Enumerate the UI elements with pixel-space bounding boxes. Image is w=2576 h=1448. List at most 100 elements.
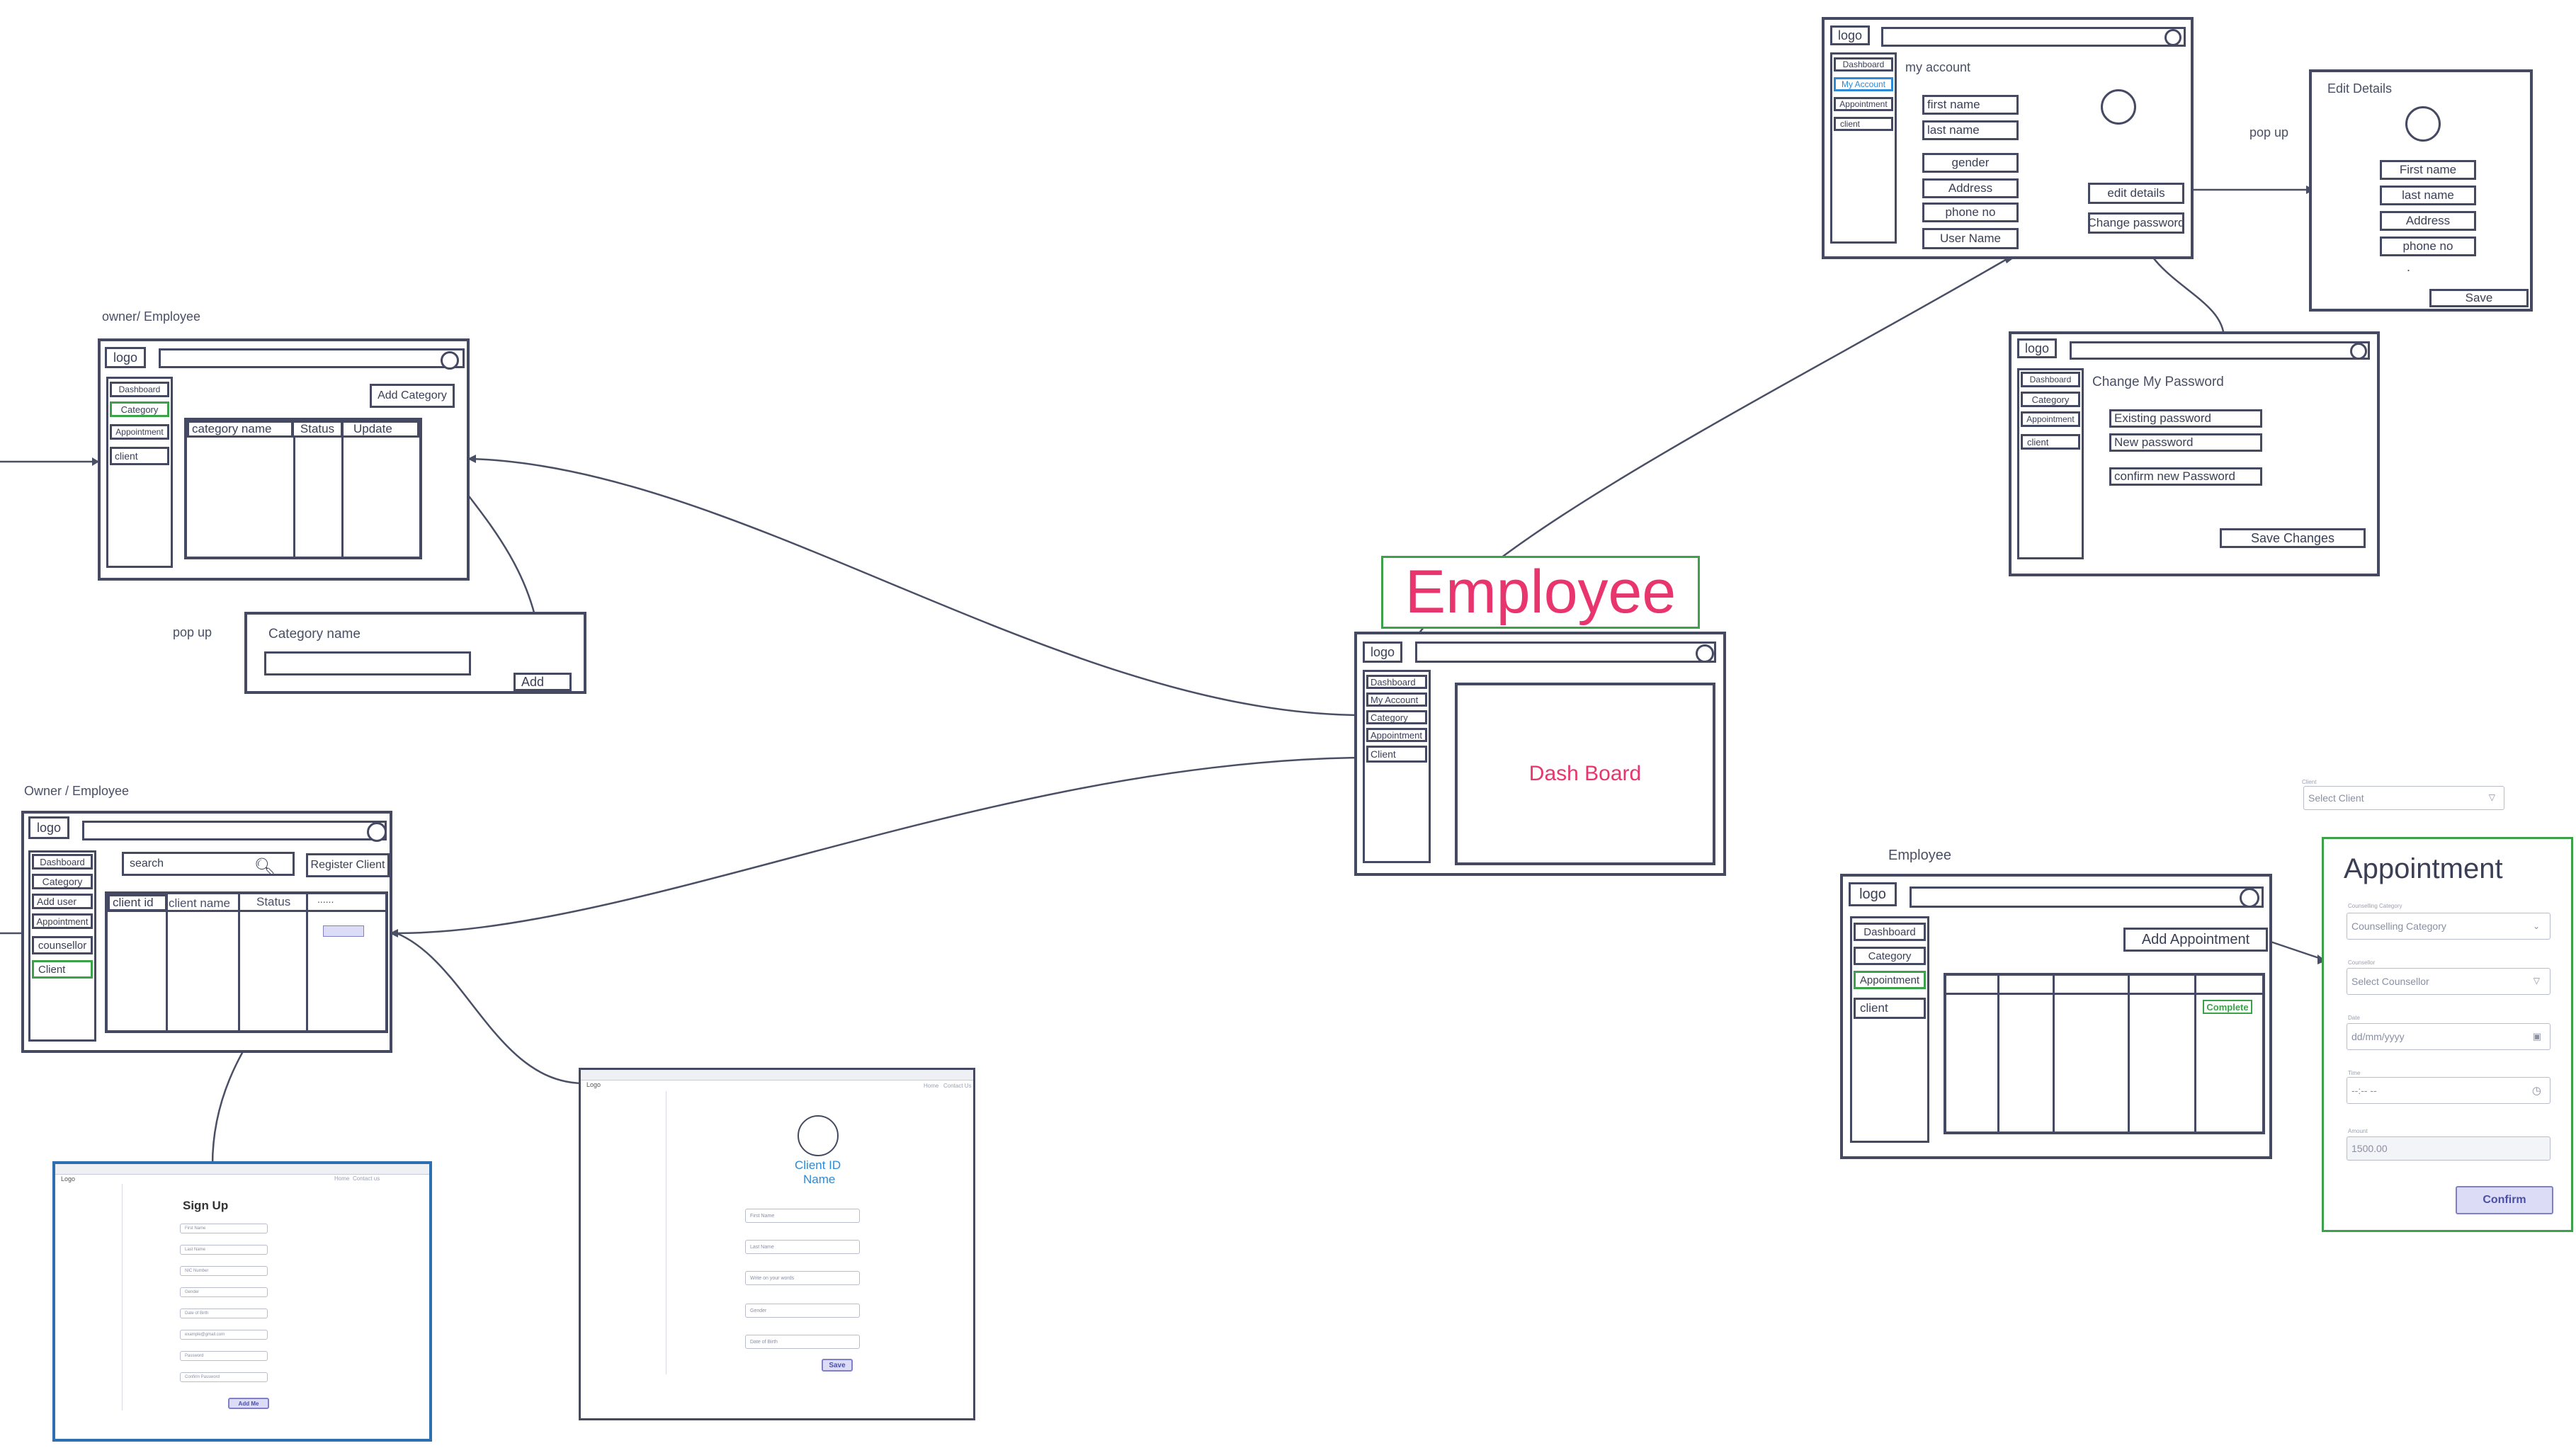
field-phone[interactable]: phone no — [1922, 203, 2019, 222]
field-confirm-password[interactable]: Confirm Password — [180, 1372, 268, 1382]
search-bar[interactable] — [82, 821, 387, 840]
profile-icon[interactable] — [2164, 29, 2181, 46]
edit-details-button[interactable]: edit details — [2088, 183, 2184, 204]
nav-appointment[interactable]: Appointment — [1366, 728, 1427, 742]
nav-dashboard[interactable]: Dashboard — [110, 382, 169, 397]
search-bar[interactable] — [1415, 642, 1716, 663]
clock-icon[interactable]: ◷ — [2531, 1085, 2541, 1097]
field-address[interactable]: Address — [2380, 211, 2476, 231]
field-email[interactable]: example@gmail.com — [180, 1330, 268, 1340]
field-dob[interactable]: Date of Birth — [745, 1335, 860, 1349]
category-name-input[interactable] — [264, 651, 471, 675]
change-password-heading: Change My Password — [2092, 375, 2224, 389]
field-bio[interactable]: Write on your words — [745, 1271, 860, 1285]
nav-my-account[interactable]: My Account — [1366, 692, 1427, 707]
nav-appointment[interactable]: Appointment — [32, 913, 93, 929]
nav-counsellor[interactable]: counsellor — [32, 936, 93, 954]
nav-my-account[interactable]: My Account — [1834, 77, 1893, 91]
field-first-name[interactable]: First Name — [745, 1209, 860, 1223]
sidebar — [582, 1091, 666, 1374]
field-first-name[interactable]: First Name — [180, 1224, 268, 1233]
category-label: Counselling Category — [2348, 903, 2402, 909]
field-first-name[interactable]: first name — [1922, 95, 2019, 115]
nav-client[interactable]: client — [1854, 998, 1926, 1019]
nav-dashboard[interactable]: Dashboard — [1366, 675, 1427, 689]
nav-category[interactable]: Category — [1366, 710, 1427, 724]
field-nic[interactable]: NIC Number — [180, 1266, 268, 1276]
search-bar[interactable] — [1910, 887, 2264, 908]
search-icon[interactable]: 🔍︎ — [254, 857, 276, 876]
nav-client[interactable]: client — [110, 447, 169, 465]
nav-appointment[interactable]: Appointment — [1834, 97, 1893, 111]
field-phone[interactable]: phone no — [2380, 236, 2476, 256]
profile-icon[interactable] — [2350, 343, 2367, 360]
sidebar — [57, 1184, 123, 1410]
field-last-name[interactable]: Last Name — [745, 1240, 860, 1254]
nav-client[interactable]: client — [1834, 117, 1893, 131]
change-password-button[interactable]: Change password — [2088, 212, 2184, 234]
nav-contact[interactable]: Contact us — [353, 1175, 380, 1182]
nav-appointment[interactable]: Appointment — [2021, 411, 2080, 427]
nav-category[interactable]: Category — [1854, 947, 1926, 965]
nav-contact[interactable]: Contact Us — [943, 1083, 972, 1089]
save-button[interactable]: Save — [822, 1359, 853, 1372]
my-account-heading: my account — [1905, 60, 1971, 74]
field-first-name[interactable]: First name — [2380, 160, 2476, 180]
field-username[interactable]: User Name — [1922, 228, 2019, 249]
add-me-button[interactable]: Add Me — [228, 1398, 269, 1409]
avatar — [798, 1115, 839, 1156]
add-appointment-button[interactable]: Add Appointment — [2123, 928, 2268, 952]
profile-icon[interactable] — [441, 351, 459, 370]
nav-dashboard[interactable]: Dashboard — [32, 854, 93, 870]
field-last-name[interactable]: Last Name — [180, 1245, 268, 1255]
nav-add-user[interactable]: Add user — [32, 894, 93, 909]
add-button[interactable]: Add — [514, 673, 572, 691]
logo-box: logo — [28, 816, 69, 839]
field-existing-password[interactable]: Existing password — [2109, 409, 2262, 428]
nav-client[interactable]: client — [2021, 434, 2080, 450]
save-button[interactable]: Save — [2429, 289, 2529, 307]
search-input[interactable]: search 🔍︎ — [122, 852, 295, 876]
nav-dashboard[interactable]: Dashboard — [2021, 372, 2080, 387]
time-input[interactable]: --:-- -- ◷ — [2347, 1077, 2551, 1104]
field-gender[interactable]: gender — [1922, 153, 2019, 173]
save-changes-button[interactable]: Save Changes — [2220, 528, 2366, 548]
field-address[interactable]: Address — [1922, 178, 2019, 198]
search-bar[interactable] — [159, 348, 465, 368]
counsellor-select[interactable]: Select Counsellor ▽ — [2347, 968, 2551, 995]
field-gender[interactable]: Gender — [180, 1287, 268, 1297]
calendar-icon[interactable]: ▣ — [2532, 1031, 2541, 1042]
register-client-button[interactable]: Register Client — [306, 853, 390, 877]
confirm-button[interactable]: Confirm — [2456, 1186, 2553, 1214]
nav-appointment[interactable]: Appointment — [1854, 971, 1926, 989]
category-select[interactable]: Counselling Category ⌄ — [2347, 913, 2551, 940]
field-gender[interactable]: Gender — [745, 1304, 860, 1318]
nav-dashboard[interactable]: Dashboard — [1834, 57, 1893, 72]
nav-client[interactable]: Client — [1366, 746, 1427, 763]
nav-client[interactable]: Client — [32, 960, 93, 979]
row-action-chip[interactable] — [323, 925, 364, 937]
add-category-button[interactable]: Add Category — [370, 384, 455, 408]
nav-appointment[interactable]: Appointment — [110, 424, 169, 440]
field-new-password[interactable]: New password — [2109, 433, 2262, 452]
search-bar[interactable] — [2070, 341, 2370, 360]
appointments-wireframe: logo Dashboard Category Appointment clie… — [1840, 874, 2272, 1159]
nav-dashboard[interactable]: Dashboard — [1854, 923, 1926, 941]
client-select[interactable]: Select Client ▽ — [2303, 786, 2504, 810]
profile-icon[interactable] — [367, 822, 387, 842]
field-confirm-password[interactable]: confirm new Password — [2109, 467, 2262, 486]
field-password[interactable]: Password — [180, 1351, 268, 1361]
nav-category[interactable]: Category — [32, 874, 93, 889]
nav-home[interactable]: Home — [334, 1175, 350, 1182]
field-last-name[interactable]: last name — [2380, 186, 2476, 205]
search-bar[interactable] — [1881, 27, 2186, 47]
date-input[interactable]: dd/mm/yyyy ▣ — [2347, 1023, 2551, 1050]
nav-home[interactable]: Home — [924, 1083, 939, 1089]
chevron-down-icon: ⌄ — [2532, 921, 2540, 931]
profile-icon[interactable] — [2240, 888, 2259, 908]
field-dob[interactable]: Date of Birth — [180, 1309, 268, 1318]
profile-icon[interactable] — [1696, 644, 1714, 663]
field-last-name[interactable]: last name — [1922, 120, 2019, 140]
nav-category[interactable]: Category — [110, 401, 169, 417]
nav-category[interactable]: Category — [2021, 392, 2080, 407]
